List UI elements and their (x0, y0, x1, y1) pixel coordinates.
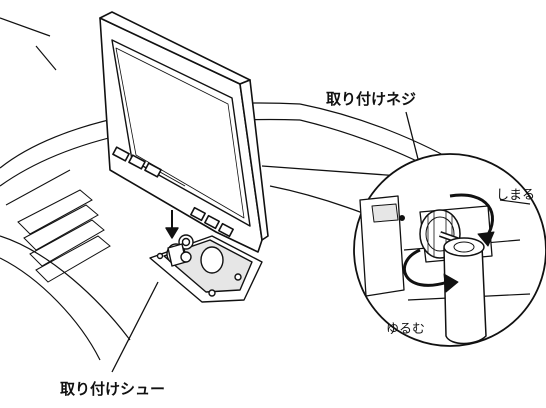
label-tighten: しまる (496, 188, 536, 203)
mount-stand (149, 210, 263, 303)
dashboard-outline (0, 17, 471, 361)
detail-callout (353, 153, 546, 347)
monitor (99, 11, 269, 253)
label-mounting-screw: 取り付けネジ (326, 90, 417, 108)
label-loosen: ゆるむ (386, 322, 426, 337)
dashboard-grille (5, 169, 111, 283)
label-mounting-shoe: 取り付けシュー (60, 380, 166, 398)
